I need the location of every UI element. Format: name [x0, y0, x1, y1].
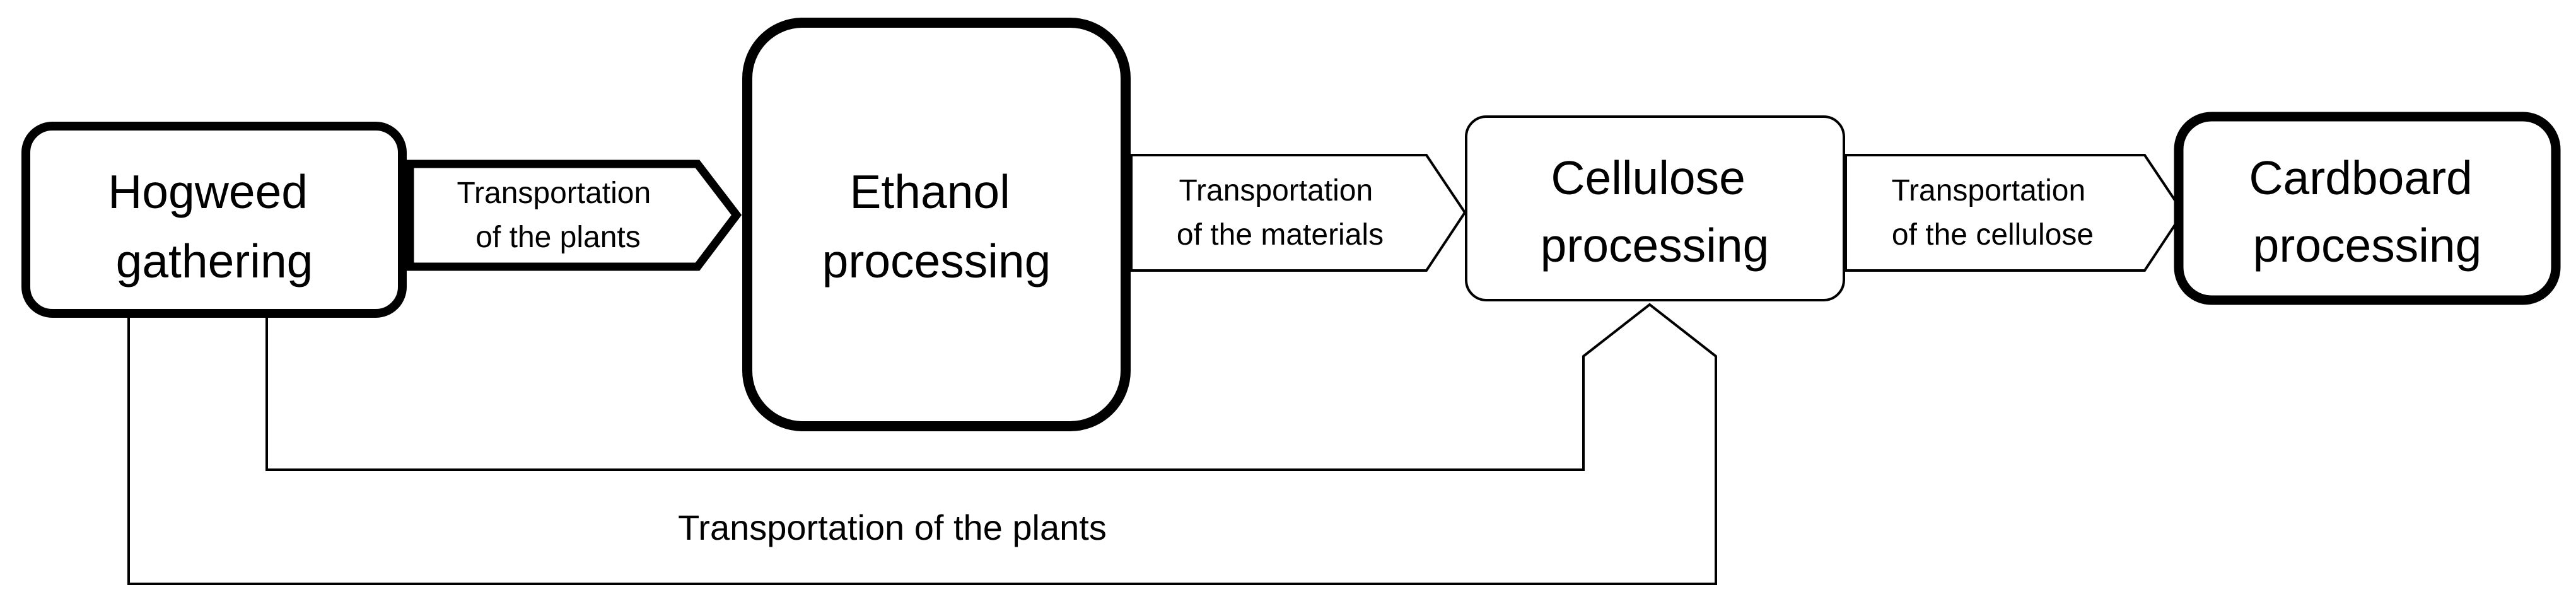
edge-label-hogweed-to-ethanol: Transportation of the plants [457, 177, 659, 254]
arrow-cellulose-to-cardboard [1845, 154, 2185, 272]
edge-label-cellulose-to-cardboard: Transportation of the cellulose [1891, 174, 2094, 252]
node-label-cellulose-processing: Cellulose processing [1541, 151, 1769, 272]
node-label-ethanol-processing: Ethanol processing [822, 165, 1051, 288]
arrow-ethanol-to-cellulose [1130, 154, 1467, 272]
edge-label-ethanol-to-cellulose: Transportation of the materials [1177, 174, 1384, 252]
node-hogweed-gathering [21, 122, 407, 318]
arrow-hogweed-to-ethanol [405, 160, 742, 271]
node-ethanol-processing [742, 18, 1131, 431]
node-label-cardboard-processing: Cardboard processing [2249, 151, 2485, 272]
node-label-hogweed-gathering: Hogweed gathering [108, 165, 321, 288]
node-cardboard-processing [2174, 112, 2561, 305]
edge-label-hogweed-to-cellulose-return: Transportation of the plants [678, 508, 1107, 547]
return-connector-line [127, 303, 1717, 585]
node-cellulose-processing [1465, 115, 1845, 301]
